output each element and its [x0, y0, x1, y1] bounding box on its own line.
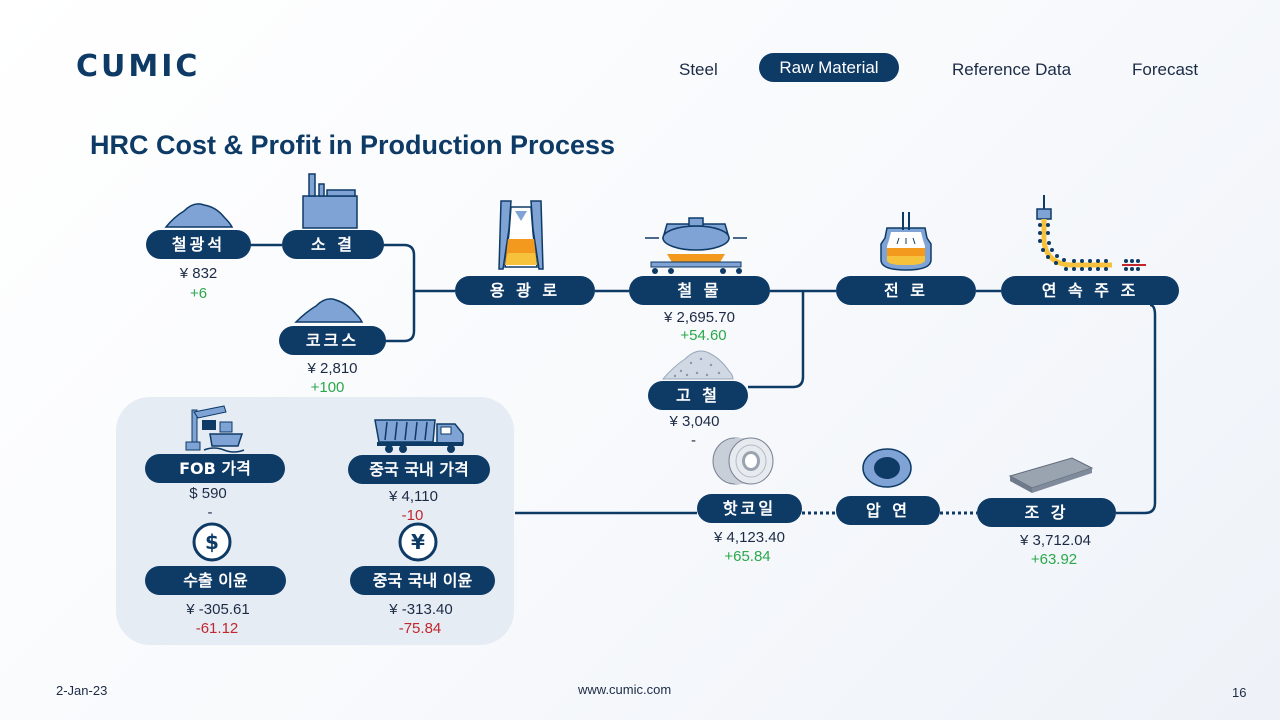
node-fob-price[interactable]: FOB 가격 — [145, 454, 285, 483]
nav-steel[interactable]: Steel — [679, 60, 718, 79]
converter-furnace-icon — [880, 212, 932, 271]
nav-reference-data[interactable]: Reference Data — [952, 60, 1072, 79]
steel-slab-icon — [1008, 457, 1094, 493]
dollar-circle-icon: $ — [192, 522, 232, 562]
coke-pile-icon — [294, 298, 364, 323]
coke-price: ¥ 2,810 — [307, 360, 358, 377]
scrap-pile-icon — [661, 350, 734, 380]
fob-price: $ 590 — [189, 485, 227, 502]
hot-metal-price: ¥ 2,695.70 — [664, 309, 735, 326]
hrc-change: +65.84 — [724, 548, 771, 565]
connector-casting-slab — [1116, 303, 1157, 515]
nav-raw-material[interactable]: Raw Material — [759, 53, 899, 82]
hrc-price: ¥ 4,123.40 — [714, 529, 785, 546]
port-crane-ship-icon — [185, 405, 245, 453]
sinter-plant-icon — [302, 173, 358, 229]
nav-forecast[interactable]: Forecast — [1132, 60, 1199, 79]
footer-date: 2-Jan-23 — [56, 683, 108, 698]
export-profit-change: -61.12 — [195, 620, 239, 637]
node-blast-furnace[interactable]: 용 광 로 — [455, 276, 595, 305]
footer-website[interactable]: www.cumic.com — [578, 682, 672, 697]
coke-change: +100 — [310, 379, 345, 396]
yen-circle-icon: ¥ — [398, 522, 438, 562]
scrap-change: - — [691, 432, 696, 449]
domestic-price: ¥ 4,110 — [389, 488, 438, 505]
hot-metal-change: +54.60 — [680, 327, 727, 344]
page-title: HRC Cost & Profit in Production Process — [90, 130, 616, 160]
node-coke[interactable]: 코크스 — [279, 326, 386, 355]
node-converter[interactable]: 전 로 — [836, 276, 976, 305]
domestic-profit-value: ¥ -313.40 — [389, 601, 453, 618]
domestic-price-change: -10 — [401, 507, 424, 524]
slab-price: ¥ 3,712.04 — [1020, 532, 1091, 549]
rolling-roll-icon — [862, 448, 912, 488]
iron-ore-price: ¥ 832 — [179, 265, 218, 282]
node-export-profit[interactable]: 수출 이윤 — [145, 566, 286, 595]
continuous-casting-icon — [1036, 195, 1146, 271]
iron-ore-pile-icon — [164, 203, 234, 228]
hot-metal-car-icon — [645, 217, 747, 274]
dump-truck-icon — [374, 419, 464, 453]
scrap-price: ¥ 3,040 — [669, 413, 720, 430]
domestic-profit-change: -75.84 — [398, 620, 442, 637]
node-domestic-price[interactable]: 중국 국내 가격 — [348, 455, 490, 484]
svg-text:¥: ¥ — [411, 530, 425, 554]
hot-rolled-coil-icon — [712, 437, 774, 485]
cumic-logo: CUMIC — [76, 49, 201, 84]
connector-scrap — [748, 291, 805, 389]
fob-change: - — [207, 504, 213, 521]
node-scrap[interactable]: 고 철 — [648, 381, 748, 410]
node-hrc[interactable]: 핫코일 — [697, 494, 802, 523]
blast-furnace-icon — [498, 200, 544, 270]
node-sinter[interactable]: 소 결 — [282, 230, 384, 259]
node-hot-metal[interactable]: 철 물 — [629, 276, 770, 305]
node-slab[interactable]: 조 강 — [977, 498, 1116, 527]
node-domestic-profit[interactable]: 중국 국내 이윤 — [350, 566, 495, 595]
iron-ore-change: +6 — [189, 285, 208, 302]
slab-change: +63.92 — [1030, 551, 1078, 568]
connector-sinter-coke — [383, 243, 416, 343]
export-profit-value: ¥ -305.61 — [186, 601, 250, 618]
footer-page-number: 16 — [1232, 685, 1247, 700]
node-rolling[interactable]: 압 연 — [836, 496, 940, 525]
svg-text:$: $ — [205, 530, 219, 554]
node-continuous-casting[interactable]: 연 속 주 조 — [1001, 276, 1179, 305]
node-iron-ore[interactable]: 철광석 — [146, 230, 251, 259]
